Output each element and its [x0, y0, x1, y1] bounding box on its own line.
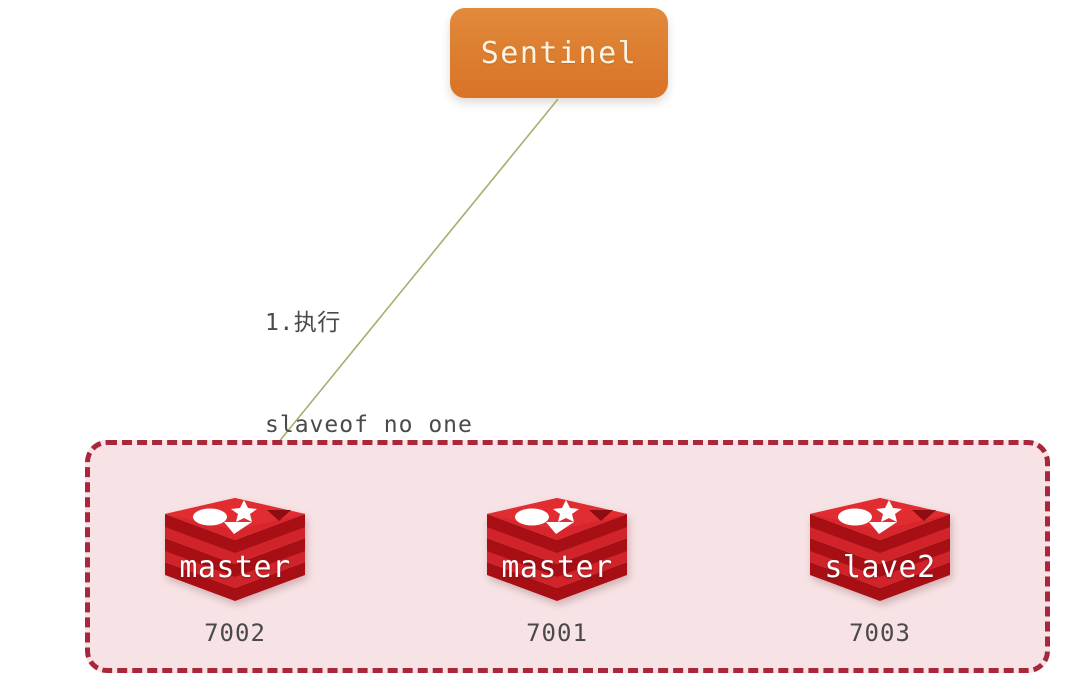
redis-node-port-label: 7002 — [204, 619, 266, 647]
annotation-text: 1.执行 slaveof no one — [265, 238, 473, 510]
redis-node-7001[interactable]: master 7001 — [462, 492, 652, 647]
redis-node-port-label: 7001 — [526, 619, 588, 647]
redis-node-role-label: master — [179, 550, 291, 585]
annotation-line-2: slaveof no one — [265, 412, 473, 438]
redis-node-port-label: 7003 — [849, 619, 911, 647]
redis-node-7002[interactable]: master 7002 — [140, 492, 330, 647]
redis-node-7003[interactable]: slave2 7003 — [785, 492, 975, 647]
redis-logo-icon: slave2 — [805, 492, 955, 617]
redis-logo-icon: master — [482, 492, 632, 617]
sentinel-node[interactable]: Sentinel — [450, 8, 668, 98]
redis-logo-icon: master — [160, 492, 310, 617]
redis-node-role-label: slave2 — [824, 550, 936, 585]
sentinel-label: Sentinel — [480, 35, 638, 71]
annotation-line-1: 1.执行 — [265, 310, 341, 336]
redis-node-role-label: master — [501, 550, 613, 585]
